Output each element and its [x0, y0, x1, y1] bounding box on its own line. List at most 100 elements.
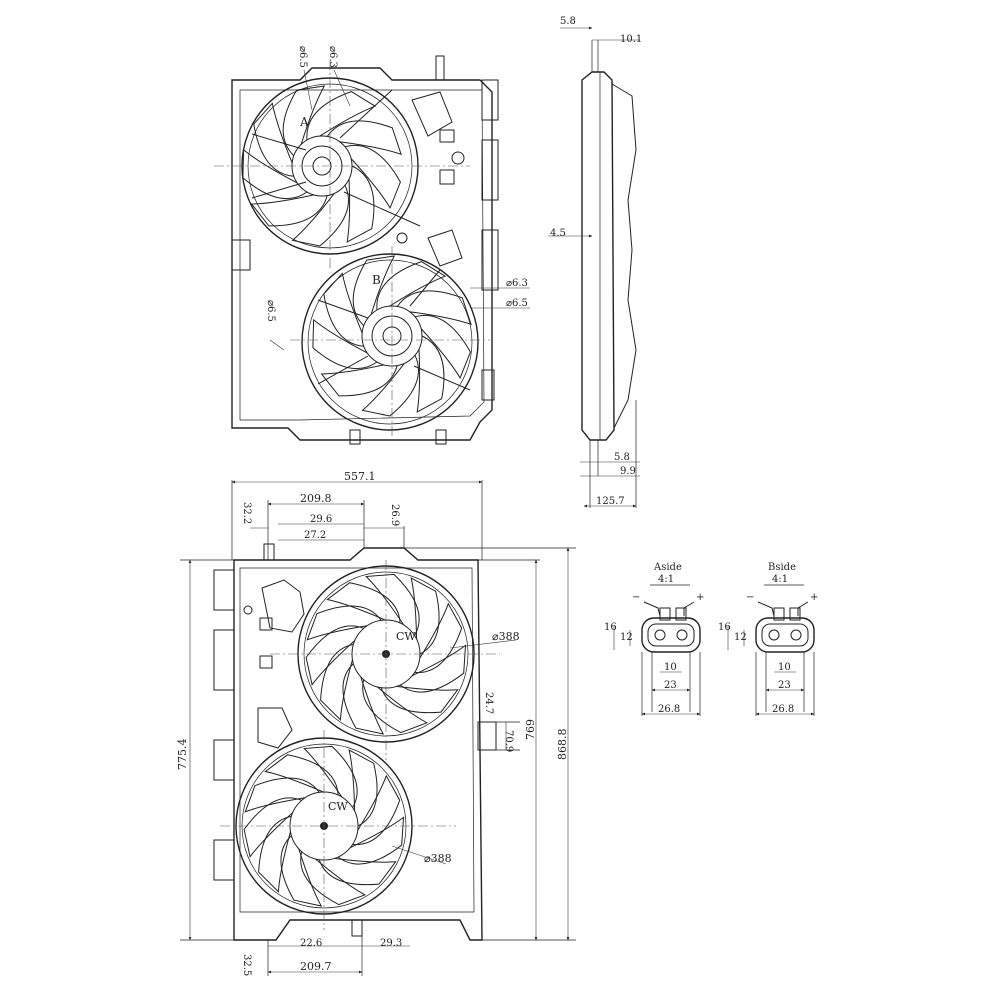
front-view-bracket	[261, 579, 305, 633]
fan-blade	[264, 754, 339, 796]
front-fan-1: CW ⌀388	[270, 560, 520, 760]
front-dim: 29.3	[380, 938, 402, 949]
front-view-tab	[263, 543, 275, 561]
top-view-tab	[435, 55, 445, 81]
front-fan-2-blades	[243, 745, 405, 907]
front-dim: 27.2	[304, 530, 326, 541]
fan-blade	[318, 857, 397, 886]
connector-b-scale: 4:1	[772, 574, 788, 585]
fan-blade	[303, 745, 358, 808]
connector-a-scale: 4:1	[658, 574, 674, 585]
fan-b-struts	[317, 269, 471, 391]
fan-blade	[306, 91, 377, 141]
connector-b-dim: 10	[778, 662, 791, 673]
side-dim: 5.8	[614, 452, 630, 463]
side-view-motor-profile	[611, 83, 637, 429]
connector-b-dim: 16	[718, 622, 731, 633]
front-view-boss	[243, 605, 253, 615]
front-dim: 557.1	[344, 470, 376, 483]
front-dim: 769	[524, 719, 537, 740]
connector-a-dim: 16	[604, 622, 617, 633]
fan-b: B	[290, 246, 490, 440]
connector-a-dim: 10	[664, 662, 677, 673]
front-dim: 32.5	[241, 954, 252, 976]
hole-dim: ⌀6.3	[327, 46, 338, 68]
hole-dim: ⌀6.5	[265, 300, 276, 322]
top-view-shroud-outline	[231, 67, 493, 441]
front-dim: 26.9	[389, 504, 400, 526]
fan-blade	[352, 255, 396, 327]
front-view-tab	[213, 629, 235, 691]
connector-a-minus: −	[632, 592, 640, 603]
side-dim: 10.1	[620, 34, 642, 45]
connector-b-dim: 23	[778, 680, 791, 691]
fan-blade	[416, 335, 445, 413]
top-view-tab	[481, 229, 499, 291]
front-view-connector	[259, 617, 273, 631]
side-view: 5.8 10.1 4.5 5.8 9.9 125.7	[548, 16, 642, 508]
fan-blade	[376, 261, 447, 311]
side-dim: 5.8	[560, 16, 576, 27]
connector-b-pin	[773, 607, 785, 621]
hole-dim: ⌀6.5	[297, 46, 308, 68]
front-fan-2-diameter: ⌀388	[424, 852, 452, 865]
connector-b-plus: +	[810, 592, 818, 603]
fan-blade	[344, 144, 401, 210]
front-dim: 22.6	[300, 938, 322, 949]
fan-blade	[326, 582, 401, 624]
front-dim: 70.9	[503, 730, 514, 752]
fan-blade	[414, 602, 463, 673]
front-dim: 775.4	[176, 739, 189, 771]
connector-a-title: Aside	[653, 562, 682, 573]
fan-a-label: A	[299, 115, 309, 129]
fan-blade	[280, 835, 323, 907]
hole-leader	[303, 69, 313, 111]
top-view-bracket	[427, 229, 463, 267]
fan-blade	[342, 663, 385, 735]
hole-dim: ⌀6.3	[506, 278, 528, 289]
connector-a: Aside 4:1 − + 16 12 10 23 26.8	[604, 562, 704, 716]
fan-blade	[253, 102, 294, 177]
front-view-tab	[477, 721, 497, 751]
front-view-inner-outline	[239, 567, 475, 913]
fan-blade	[320, 364, 398, 397]
side-dim: 4.5	[550, 228, 566, 239]
fan-blade	[346, 165, 375, 243]
fan-blade	[305, 625, 364, 686]
connector-a-body	[641, 617, 701, 653]
front-fan-2: CW ⌀388	[220, 730, 456, 930]
connector-a-plus: +	[696, 592, 704, 603]
connector-b-inner	[761, 623, 809, 647]
fan-blade	[300, 851, 367, 906]
fan-blade	[326, 120, 402, 156]
front-view-connector	[259, 655, 273, 669]
top-view-inner-outline	[239, 89, 485, 421]
fan-blade	[352, 774, 401, 845]
fan-b-label: B	[372, 273, 381, 287]
fan-blade	[244, 777, 320, 813]
connector-a-pin	[675, 607, 687, 621]
top-view: A B ⌀6.5 ⌀6.3 ⌀6.3 ⌀6.5 ⌀6.5	[214, 46, 530, 445]
fan-blade	[306, 605, 382, 641]
diameter-leader	[449, 639, 517, 649]
front-view: CW ⌀388 CW ⌀388	[176, 470, 576, 976]
connector-b-body	[755, 617, 815, 653]
connector-b-pin	[789, 607, 801, 621]
connector-a-pin	[659, 607, 671, 621]
top-view-tab	[435, 429, 447, 445]
front-dim: 209.8	[300, 492, 332, 505]
front-view-tab	[213, 739, 235, 781]
side-view-outline	[581, 71, 615, 441]
top-view-boss	[396, 232, 408, 244]
front-view-tab	[213, 839, 235, 881]
fan-blade	[337, 816, 405, 865]
connector-a-dim: 23	[664, 680, 677, 691]
fan-blade	[312, 318, 378, 370]
front-dim: 868.8	[556, 729, 569, 761]
connector-a-terminal	[676, 629, 688, 641]
fan-blade	[348, 749, 378, 827]
fan-blade	[323, 272, 364, 347]
front-fan-1-diameter: ⌀388	[492, 630, 520, 643]
fan-blade	[258, 815, 292, 893]
front-dim: 24.7	[483, 692, 494, 714]
